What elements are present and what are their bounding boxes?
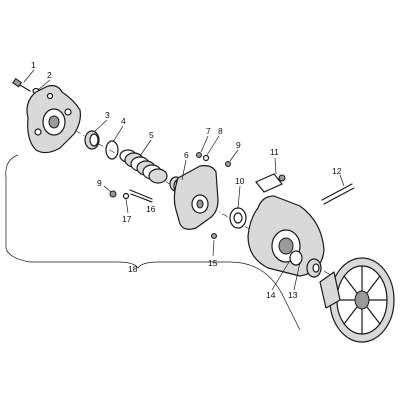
set-screw-part: [211, 233, 217, 239]
callout-13: 13: [288, 290, 298, 300]
bolt-part: [12, 77, 31, 92]
sheave-bushing-part: [289, 250, 303, 266]
callout-16: 16: [146, 204, 156, 214]
thrust-washer-part: [229, 207, 247, 229]
callout-2: 2: [47, 70, 52, 80]
assembly-bracket: [5, 154, 301, 331]
screw-small-part: [196, 152, 202, 158]
spacer-part: [306, 258, 322, 278]
callout-15: 15: [208, 258, 218, 268]
pin-part: [129, 189, 153, 203]
snap-ring-part: [105, 140, 119, 160]
callout-9-upper: 9: [236, 140, 241, 150]
callout-14: 14: [266, 290, 276, 300]
screw-upper-part: [225, 161, 231, 167]
callout-18: 18: [128, 264, 138, 274]
screw-part: [109, 190, 117, 198]
callout-labels: 1 2 3 4 5 6 7 8 9 9 10 11 12 13 14 15 16…: [31, 60, 342, 300]
callout-7: 7: [206, 126, 211, 136]
bushing-part: [84, 130, 100, 150]
callout-11: 11: [270, 147, 279, 157]
leader-lines: [23, 69, 345, 291]
callout-17: 17: [122, 214, 132, 224]
callout-6: 6: [184, 150, 189, 160]
weight-tab-part: [255, 173, 283, 193]
spring-part: [119, 149, 168, 184]
shaft-pin-part: [321, 183, 355, 205]
cam-arm-part: [173, 165, 219, 230]
cover-plate-part: [26, 85, 81, 154]
callout-10: 10: [235, 176, 245, 186]
callout-4: 4: [121, 116, 126, 126]
callout-3: 3: [105, 110, 110, 120]
moveable-sheave-part: [247, 195, 325, 277]
fixed-sheave-part: [319, 257, 395, 343]
callout-1: 1: [31, 60, 36, 70]
callout-12: 12: [332, 166, 342, 176]
callout-8: 8: [218, 126, 223, 136]
callout-5: 5: [149, 130, 154, 140]
washer-small-part: [202, 154, 210, 162]
nut-part: [122, 192, 130, 200]
callout-9-lower: 9: [97, 178, 102, 188]
